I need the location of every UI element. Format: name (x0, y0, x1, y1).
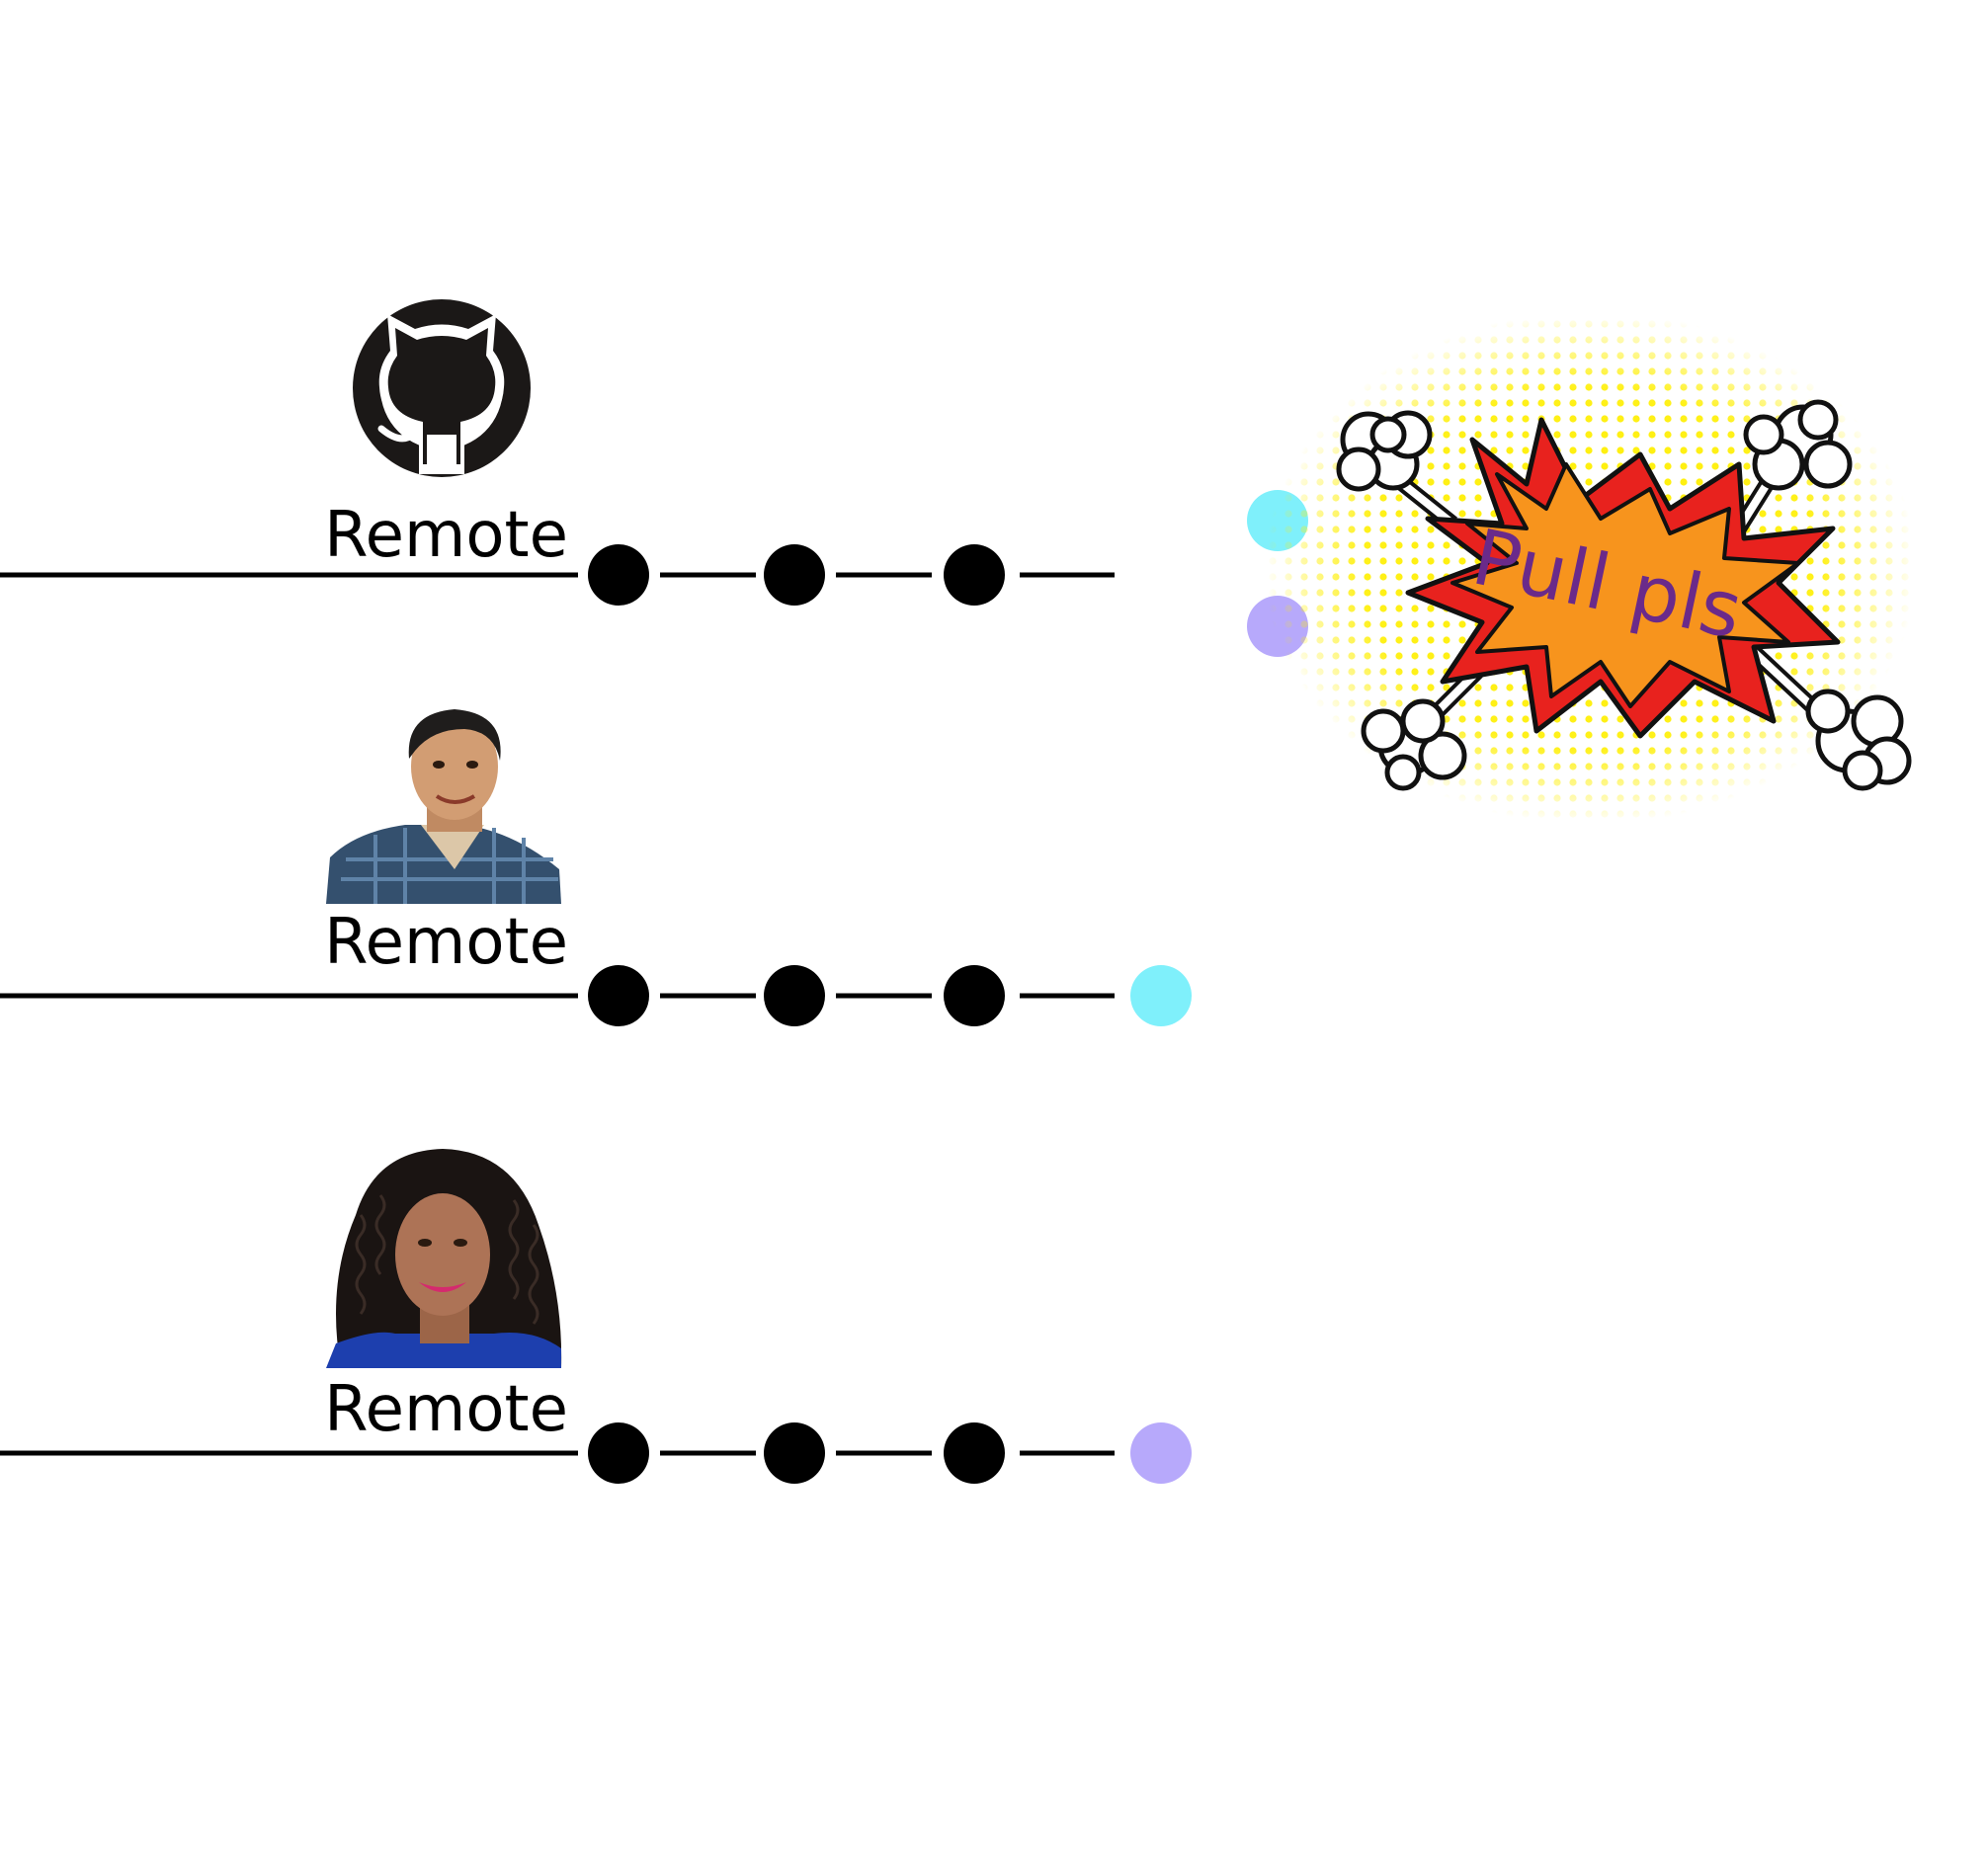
commit-node (588, 1422, 649, 1484)
row-person-2: Remote (0, 1149, 1192, 1484)
github-octocat-icon (353, 299, 531, 477)
commit-node (944, 1422, 1005, 1484)
smoke-puffs (1336, 399, 1912, 791)
man-portrait (326, 709, 561, 904)
remote-label-person-2: Remote (324, 1373, 568, 1446)
commit-node (588, 544, 649, 606)
commit-node (588, 965, 649, 1026)
commit-node (944, 965, 1005, 1026)
burst-inner (1450, 462, 1800, 708)
woman-portrait (326, 1149, 562, 1368)
commit-node (764, 1422, 825, 1484)
remote-label-person-1: Remote (324, 906, 568, 979)
pull-pls-burst: Pull pls (1265, 311, 1917, 825)
new-commit-purple (1130, 1422, 1192, 1484)
commit-node (764, 965, 825, 1026)
commit-node (764, 544, 825, 606)
row-github: Remote (0, 299, 1115, 606)
remote-label-github: Remote (324, 499, 568, 572)
commit-node (944, 544, 1005, 606)
row-person-1: Remote (0, 709, 1192, 1026)
new-commit-cyan (1130, 965, 1192, 1026)
